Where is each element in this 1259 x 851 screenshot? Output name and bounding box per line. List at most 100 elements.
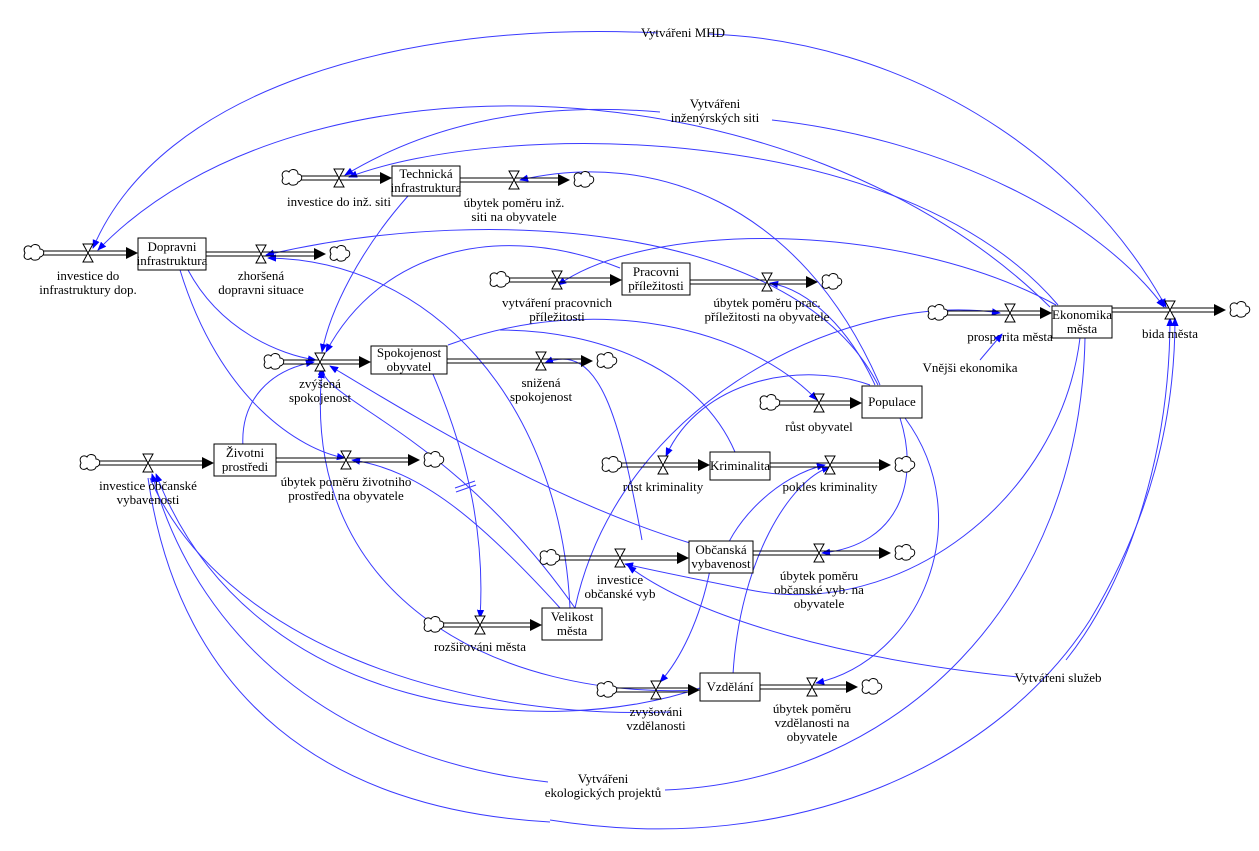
delay-mark bbox=[454, 480, 477, 493]
link-ekonomika-to-inv-inz[interactable] bbox=[348, 143, 1059, 306]
link-zivotni-to-zvysena[interactable] bbox=[242, 359, 315, 448]
aux-sluzby[interactable]: Vytvářeni služeb bbox=[1014, 670, 1101, 685]
link-velikost-to-zhorsena[interactable] bbox=[267, 254, 571, 609]
link-populace-to-rust-krim[interactable] bbox=[665, 374, 871, 457]
link-ekonomika-to-inv-dop[interactable] bbox=[97, 105, 1051, 308]
source-cloud-icon bbox=[423, 616, 445, 633]
flow-arrow-icon bbox=[846, 681, 858, 693]
stock-label: Občanská bbox=[695, 542, 746, 557]
link-inzenyrske-to-bida[interactable] bbox=[771, 119, 1165, 308]
source-cloud-icon bbox=[601, 456, 623, 473]
link-sluzby-to-bida[interactable] bbox=[1065, 317, 1174, 661]
stock-label: Velikost bbox=[551, 609, 594, 624]
link-populace-to-ubytek-inz[interactable] bbox=[519, 171, 881, 386]
link-populace-to-ubytek-obc[interactable] bbox=[821, 417, 908, 556]
flow-label: příležitosti na obyvatele bbox=[705, 309, 830, 324]
flow-ubytek_prac[interactable]: úbytek poměru prac.příležitosti na obyva… bbox=[705, 272, 830, 324]
link-populace-to-ubytek-vzd[interactable] bbox=[815, 417, 940, 685]
link-obcanska-to-zvysovani[interactable] bbox=[659, 569, 711, 683]
flow-arrow-icon bbox=[879, 459, 891, 471]
link-sluzby-to-inv-obc-vyb[interactable] bbox=[627, 565, 1019, 678]
link-velikost-to-zvysena[interactable] bbox=[317, 366, 576, 609]
stock-vzdelani[interactable]: Vzdělání bbox=[699, 672, 761, 702]
link-zvysovani-to-inv-obc[interactable] bbox=[149, 477, 671, 714]
flow-arrow-icon bbox=[1040, 307, 1052, 319]
link-vzdelani-to-inv-obc[interactable] bbox=[155, 473, 701, 712]
flow-label: investice do bbox=[57, 268, 119, 283]
link-inzenyrske-to-inv-inz[interactable] bbox=[344, 108, 661, 176]
source-cloud-icon bbox=[489, 271, 511, 288]
link-vzdelani-to-pokles-krim[interactable] bbox=[732, 466, 831, 675]
link-ekonomika-to-vytvareni-prac[interactable] bbox=[557, 238, 1057, 306]
flow-prosperita[interactable]: prosperita města bbox=[967, 303, 1053, 344]
valve-icon bbox=[806, 677, 818, 697]
flow-rust_krim[interactable]: růst kriminality bbox=[623, 455, 704, 494]
aux-vnejsi[interactable]: Vnějši ekonomika bbox=[923, 360, 1018, 375]
flow-arrow-icon bbox=[698, 459, 710, 471]
link-pracovni-to-zvysena[interactable] bbox=[325, 245, 621, 353]
flow-bida[interactable]: bida města bbox=[1142, 300, 1198, 341]
link-spokojenost-to-rust-obyv[interactable] bbox=[447, 318, 818, 401]
source-cloud-icon bbox=[539, 549, 561, 566]
link-dopravni-to-zvysena[interactable] bbox=[187, 269, 317, 363]
flow-inv_inz[interactable]: investice do inž. siti bbox=[287, 168, 391, 209]
flow-rust_obyv[interactable]: růst obyvatel bbox=[785, 393, 853, 434]
valve-icon bbox=[333, 168, 345, 188]
link-vnejsi-to-prosperita[interactable] bbox=[979, 333, 1003, 361]
link-mhd-to-bida[interactable] bbox=[707, 33, 1167, 308]
link-dopravni-to-ubytek-ziv[interactable] bbox=[179, 269, 346, 461]
stock-label: infrastruktura bbox=[137, 253, 208, 268]
flow-label: občanské vyb. na bbox=[774, 582, 864, 597]
link-obcanska-to-zvysena[interactable] bbox=[329, 365, 691, 544]
link-ekologicke-to-inv-obc[interactable] bbox=[150, 473, 549, 783]
link-populace-to-ubytek-prac[interactable] bbox=[769, 280, 876, 386]
flow-label: vzdělanosti na bbox=[775, 715, 850, 730]
link-ekonomika-to-inv-obc-vyb[interactable] bbox=[624, 337, 1081, 595]
aux-mhd[interactable]: Vytvářeni MHD bbox=[641, 25, 725, 40]
flow-rozsirovani[interactable]: rozšiřováni města bbox=[434, 615, 526, 654]
stock-label: Populace bbox=[868, 394, 916, 409]
aux-label: Vnějši ekonomika bbox=[923, 360, 1018, 375]
flow-pipes bbox=[23, 169, 1251, 698]
flow-pokles_krim[interactable]: pokles kriminality bbox=[783, 455, 878, 494]
stock-populace[interactable]: Populace bbox=[861, 385, 923, 419]
flow-arrow-icon bbox=[879, 547, 891, 559]
stock-kriminalita[interactable]: Kriminalita bbox=[709, 451, 771, 481]
link-ekologicke-to-inv-obc-2[interactable] bbox=[147, 477, 551, 823]
flow-arrow-icon bbox=[202, 457, 214, 469]
link-kriminalita-to-zvysena[interactable] bbox=[499, 329, 736, 453]
stock-box bbox=[391, 165, 461, 197]
link-populace-to-zhorsena[interactable] bbox=[265, 229, 879, 386]
link-velikost-to-prosperita[interactable] bbox=[574, 308, 1001, 609]
link-technicka-to-zvysena[interactable] bbox=[319, 195, 409, 353]
flow-ubytek_inz[interactable]: úbytek poměru inž.siti na obyvatele bbox=[464, 170, 565, 224]
flow-arrow-icon bbox=[1214, 304, 1226, 316]
link-spokojenost-to-rozsirovani[interactable] bbox=[431, 371, 485, 619]
stock-label: Dopravni bbox=[147, 239, 196, 254]
link-velikost-to-ubytek-ziv[interactable] bbox=[351, 457, 561, 609]
link-mhd-to-inv-dop[interactable] bbox=[92, 30, 659, 249]
link-ekologicke-to-bida[interactable] bbox=[549, 317, 1179, 830]
link-ekonomika-to-ekologicke[interactable] bbox=[664, 337, 1086, 791]
